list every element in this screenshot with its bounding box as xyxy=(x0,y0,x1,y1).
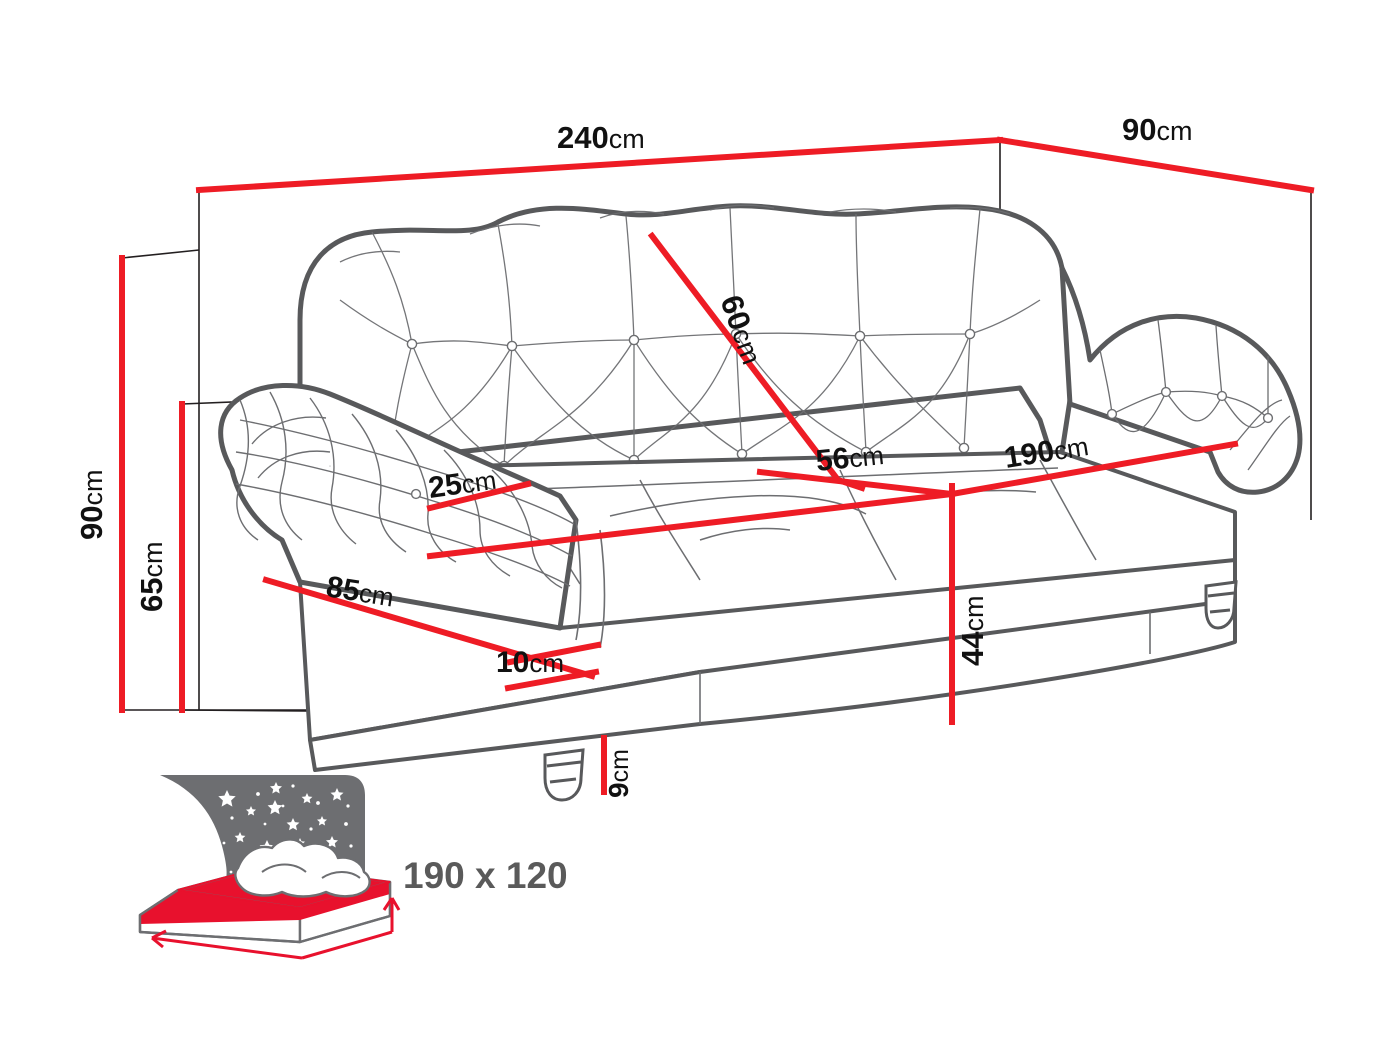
left-arm-panel-creases xyxy=(575,519,606,649)
base-panel-lines xyxy=(699,612,1151,724)
arrow-head-side xyxy=(382,897,401,911)
dimension-line-10-top xyxy=(506,641,602,666)
sofa-foot-right xyxy=(1204,580,1238,630)
pillow-folds xyxy=(261,863,361,879)
mattress-red-right-band xyxy=(300,882,390,920)
pillows xyxy=(234,838,371,898)
label-height-90: 90cm xyxy=(74,470,109,540)
left-armrest-tufting xyxy=(235,391,575,589)
sofa-foot-front-left xyxy=(543,748,585,802)
sleeping-area-icon: 190 x 120 xyxy=(138,775,568,960)
label-240: 240cm xyxy=(557,120,645,155)
label-10: 10cm xyxy=(496,646,564,679)
label-25: 25cm xyxy=(426,463,498,505)
label-85: 85cm xyxy=(324,570,396,613)
dimension-line-25 xyxy=(426,480,532,512)
dimension-line-10-bottom xyxy=(504,668,600,692)
sofa-right-arm-back xyxy=(1059,265,1303,495)
label-9: 9cm xyxy=(603,749,634,798)
right-arm-buttons xyxy=(1106,386,1274,424)
mattress-dimension-arrows xyxy=(151,897,401,960)
sleeping-area-label: 190 x 120 xyxy=(403,855,568,896)
arrow-line-width xyxy=(151,936,303,960)
dimension-line-240 xyxy=(195,136,1004,194)
dimension-lines xyxy=(119,136,1315,795)
backrest-tufting xyxy=(339,204,1041,467)
sky-sweep xyxy=(160,775,227,878)
label-height-65: 65cm xyxy=(134,542,169,612)
dimension-line-56 xyxy=(756,468,956,498)
sofa-illustration xyxy=(218,203,1303,802)
label-56: 56cm xyxy=(814,438,885,478)
dimension-line-depth-90 xyxy=(996,136,1315,194)
label-depth-90: 90cm xyxy=(1122,112,1192,147)
label-190: 190cm xyxy=(1002,429,1091,475)
mattress-red-left-band xyxy=(140,890,300,924)
dimension-line-190 xyxy=(948,440,1239,498)
dimension-line-85 xyxy=(262,576,596,680)
sofa-left-armrest xyxy=(218,383,579,631)
arrow-line-depth xyxy=(301,930,393,960)
label-44: 44cm xyxy=(955,596,990,666)
arrow-head-width xyxy=(151,929,167,949)
sofa-base-skirt xyxy=(308,598,1237,772)
left-armrest-buttons xyxy=(329,465,422,500)
dimension-line-seat-front xyxy=(426,490,956,560)
dimension-labels: 240cm 90cm 90cm 65cm 60cm 25cm xyxy=(74,112,1192,798)
